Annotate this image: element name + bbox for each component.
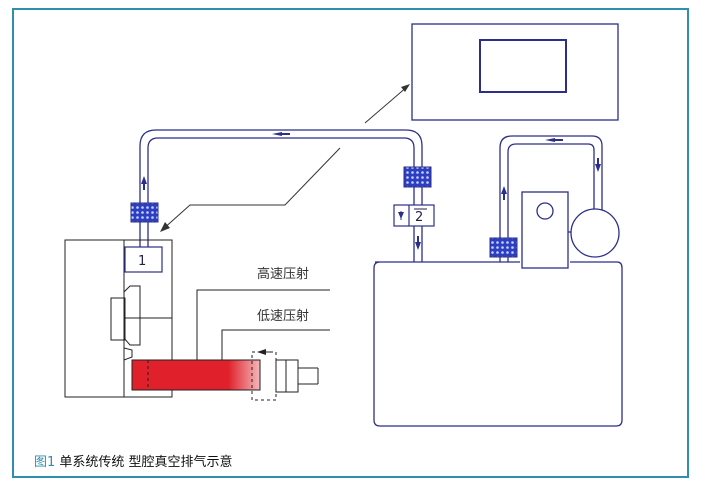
mold bbox=[64, 239, 173, 398]
signal-arrow bbox=[364, 84, 410, 124]
flow-arrows-pump bbox=[501, 138, 601, 200]
valve-1: 1 bbox=[124, 246, 163, 273]
low-speed-label: 低速压射 bbox=[257, 308, 309, 324]
figure-caption-text: 单系统传统 型腔真空排气示意 bbox=[59, 455, 233, 470]
speed-lines bbox=[196, 289, 330, 360]
high-speed-label: 高速压射 bbox=[257, 266, 309, 282]
vacuum-pump bbox=[521, 191, 620, 269]
signal-line bbox=[160, 147, 341, 232]
valve-1-label: 1 bbox=[138, 254, 146, 269]
controller-box bbox=[411, 23, 619, 121]
filter-left bbox=[130, 202, 159, 223]
filter-right bbox=[403, 166, 432, 188]
vacuum-pipe-main bbox=[139, 129, 423, 262]
valve-2: 2 bbox=[393, 204, 435, 227]
pump-pipe bbox=[499, 135, 603, 262]
figure-caption: 图1 单系统传统 型腔真空排气示意 bbox=[34, 451, 233, 470]
figure-number: 图1 bbox=[34, 455, 56, 470]
vacuum-tank bbox=[373, 261, 623, 427]
flow-arrows-main bbox=[141, 132, 421, 250]
filter-pump bbox=[489, 237, 518, 258]
shot-sleeve bbox=[131, 349, 319, 401]
valve-2-label: 2 bbox=[415, 210, 423, 225]
